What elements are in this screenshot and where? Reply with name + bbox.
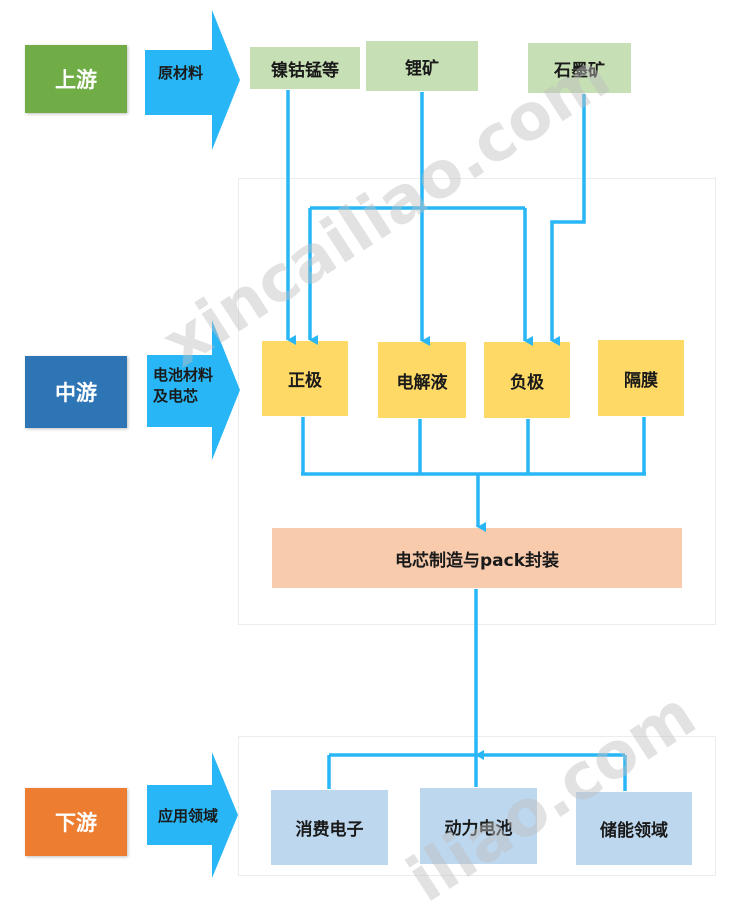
raw-material-lithium-ore: 锂矿 <box>366 41 478 91</box>
stage-midstream: 中游 <box>25 356 127 428</box>
cell-manufacturing-pack-box: 电芯制造与pack封装 <box>272 528 682 588</box>
connector-lines <box>286 90 646 791</box>
component-electrolyte: 电解液 <box>378 342 466 418</box>
downstream-arrow <box>147 752 238 878</box>
raw-material-graphite-ore: 石墨矿 <box>528 43 631 93</box>
component-separator: 隔膜 <box>598 340 684 416</box>
raw-material-ncm: 镍钴锰等 <box>250 47 360 89</box>
application-energy-storage: 储能领域 <box>576 792 692 865</box>
upstream-arrow <box>145 10 240 150</box>
stage-upstream: 上游 <box>25 45 127 113</box>
component-cathode: 正极 <box>262 341 348 416</box>
application-consumer-electronics: 消费电子 <box>271 790 388 865</box>
upstream-arrow-label: 原材料 <box>158 64 204 82</box>
stage-downstream: 下游 <box>25 788 127 856</box>
midstream-arrow-label-2: 及电芯 <box>153 387 199 405</box>
graphite-to-anode-line <box>550 94 586 346</box>
midstream-arrow <box>147 320 240 460</box>
component-anode: 负极 <box>484 342 570 418</box>
application-power-battery: 动力电池 <box>420 788 537 864</box>
midstream-arrow-label-1: 电池材料 <box>153 366 214 384</box>
downstream-arrow-label: 应用领域 <box>158 807 219 825</box>
stage-arrows <box>145 10 240 878</box>
